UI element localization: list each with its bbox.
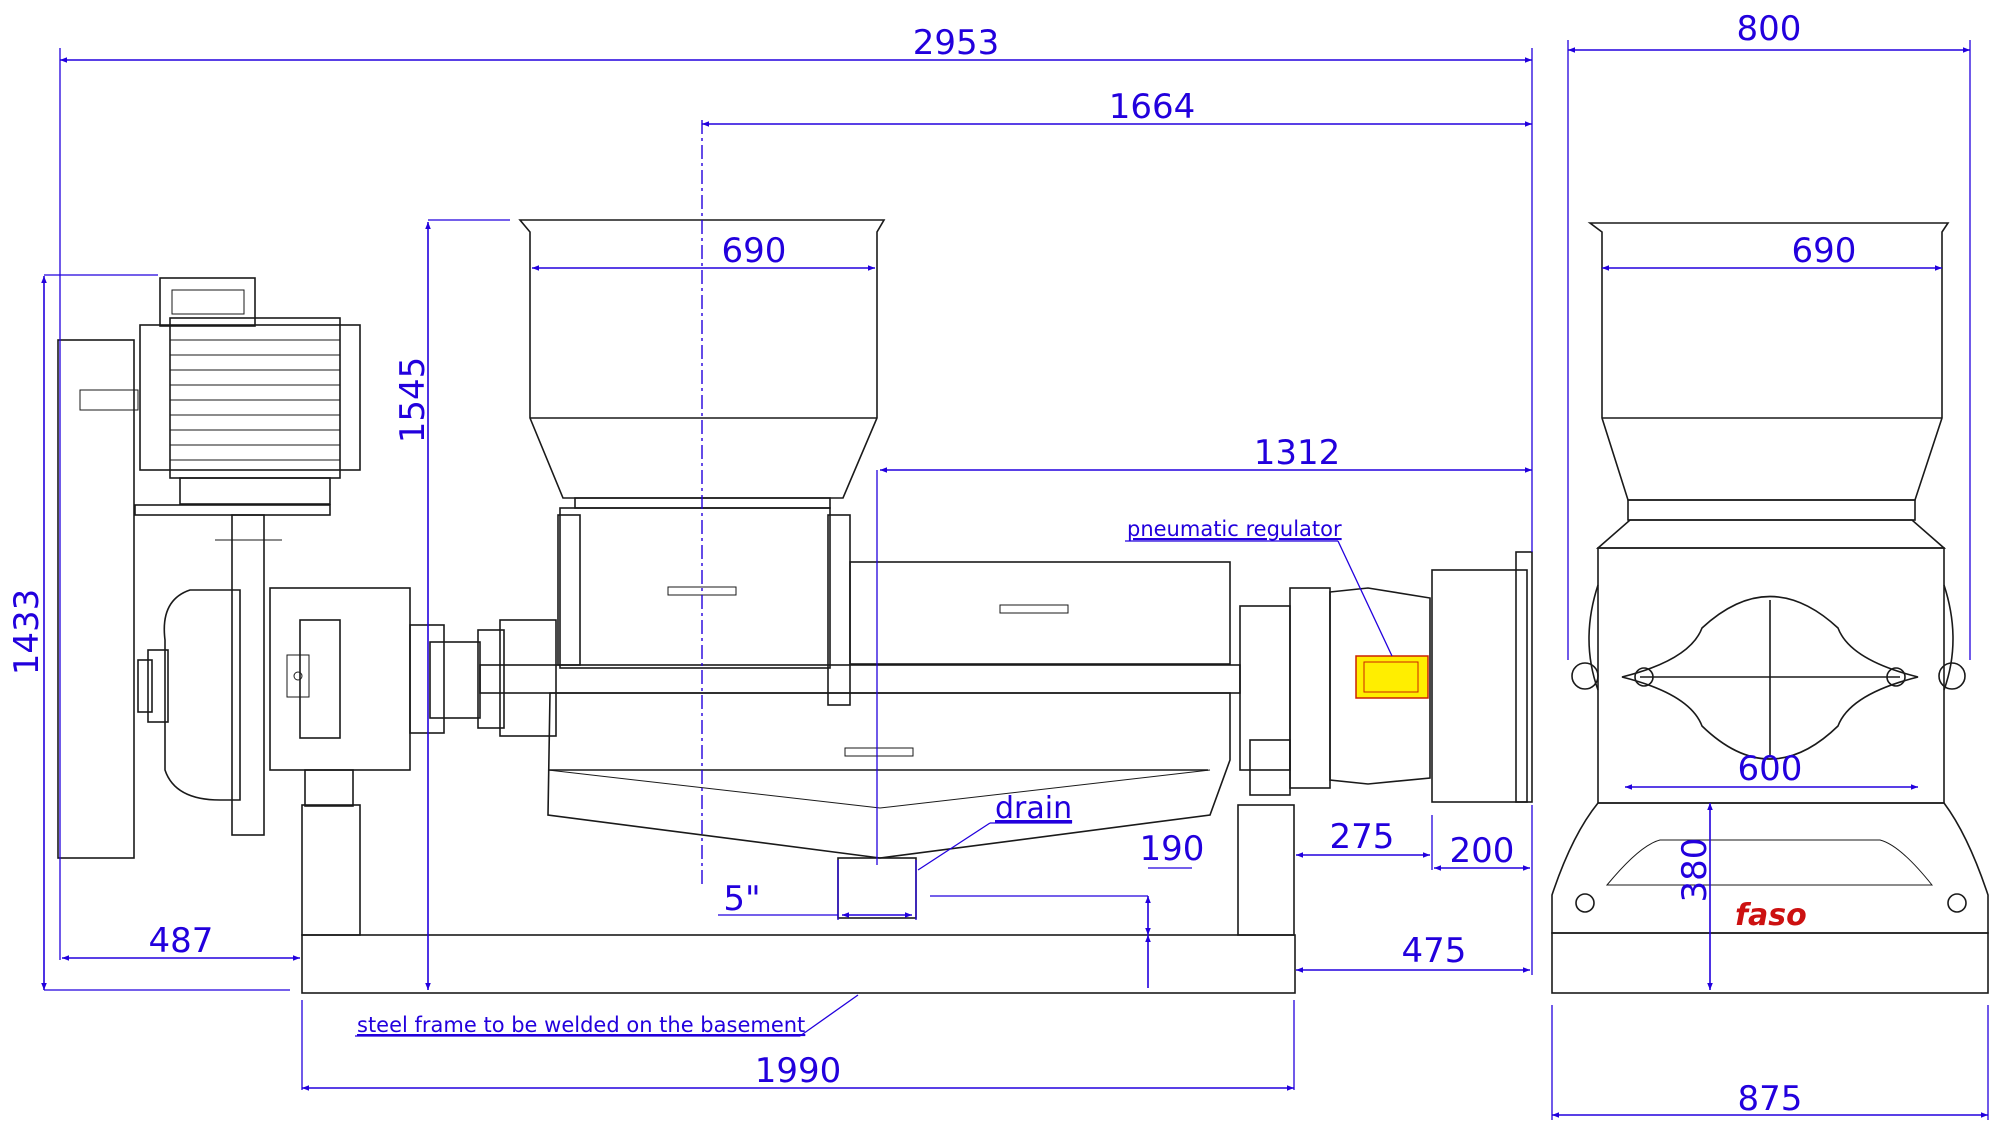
dim-front-body-width: 600	[1738, 749, 1803, 789]
dim-total-height: 1545	[393, 357, 433, 444]
dim-drain-size: 5"	[723, 879, 760, 919]
notes: pneumatic regulator drain steel frame to…	[355, 517, 1393, 1037]
dim-motor-overhang: 487	[149, 921, 214, 961]
dim-frame-length: 1990	[755, 1051, 842, 1091]
press-body	[547, 507, 1231, 919]
cone-assembly	[1239, 551, 1533, 803]
side-view	[57, 219, 1533, 994]
dim-hopper-width: 690	[722, 231, 787, 271]
dim-regulator-offset: 275	[1330, 817, 1395, 857]
pneumatic-regulator	[1355, 655, 1429, 699]
note-steel-frame: steel frame to be welded on the basement	[357, 1013, 805, 1037]
dim-front-base-height: 380	[1675, 838, 1715, 903]
dim-front-width: 800	[1737, 9, 1802, 49]
note-drain: drain	[995, 791, 1072, 826]
dim-overall-length: 2953	[913, 23, 1000, 63]
dim-flange-width: 200	[1450, 831, 1515, 871]
dimensions: 2953 1664 690 1312 1545 1433 487 1990	[7, 9, 1989, 1120]
dim-motor-height: 1433	[7, 589, 47, 676]
motor-plate	[57, 339, 135, 859]
dim-front-base-width: 875	[1738, 1079, 1803, 1119]
dim-hopper-to-end: 1664	[1109, 87, 1196, 127]
note-pneumatic-regulator: pneumatic regulator	[1127, 517, 1342, 541]
dim-barrel-to-end: 1312	[1254, 433, 1341, 473]
steel-frame	[301, 934, 1296, 994]
electric-motor	[134, 277, 361, 516]
dim-frame-to-end: 475	[1402, 931, 1467, 971]
faso-logo: faso	[1735, 898, 1807, 933]
gearbox	[137, 587, 557, 807]
dim-front-hopper-width: 690	[1792, 231, 1857, 271]
front-view: faso	[1551, 222, 1989, 994]
dim-drain-height: 190	[1140, 829, 1205, 869]
